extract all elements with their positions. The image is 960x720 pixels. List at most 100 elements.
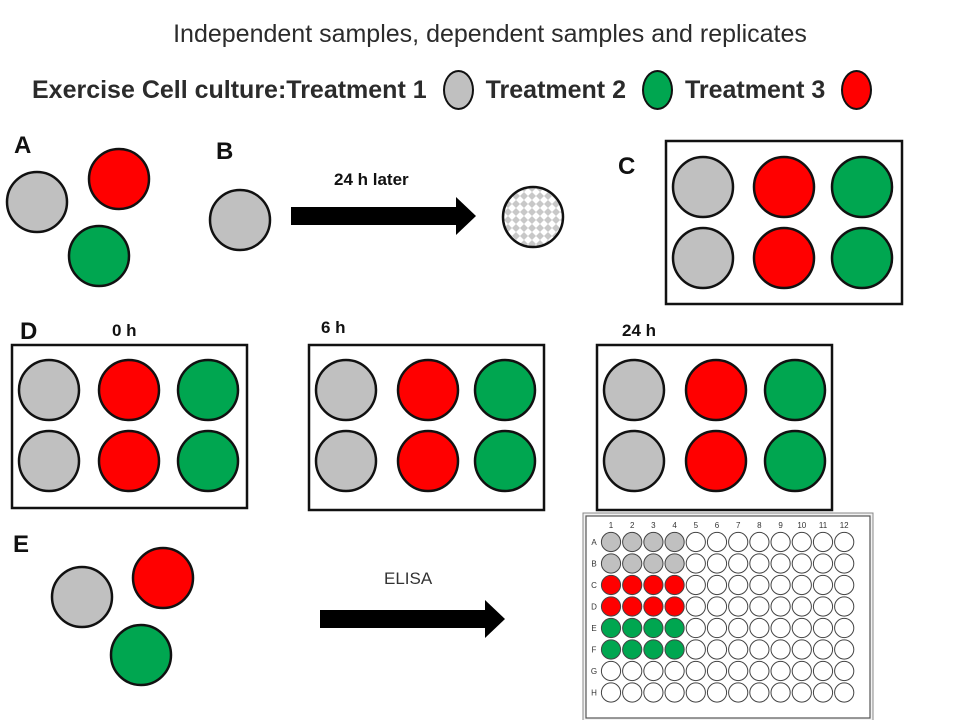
- plate-well: [622, 660, 643, 682]
- plate-well: [622, 682, 643, 703]
- plate-well: [600, 531, 622, 553]
- plate-well: [643, 682, 664, 703]
- plate-well: [685, 617, 706, 639]
- plate-well: [643, 531, 664, 553]
- panel-label-b: B: [216, 138, 234, 165]
- plate-column-label: 2: [630, 521, 635, 530]
- plate-well: [812, 617, 834, 639]
- plate-well: [770, 596, 791, 617]
- plate-well: [834, 639, 855, 660]
- plate-column-label: 3: [651, 521, 656, 530]
- plate-well: [791, 639, 812, 660]
- plate-well: [664, 682, 685, 703]
- plate-well: [685, 553, 706, 574]
- plate-well: [812, 574, 834, 596]
- cell-dead-checkered: [501, 185, 565, 249]
- plate-well: [770, 553, 791, 574]
- plate-well: [706, 639, 728, 660]
- plate-well: [770, 660, 791, 682]
- cell-gray: [208, 188, 272, 252]
- plate-well: [685, 639, 706, 660]
- plate-well: [685, 531, 706, 553]
- legend-label-treatment-3: Treatment 3: [684, 75, 826, 104]
- plate-well: [791, 574, 812, 596]
- plate-well: [834, 553, 855, 574]
- panel-d-plate-6h: [307, 343, 546, 512]
- plate-well: [834, 574, 855, 596]
- plate-well: [622, 531, 643, 553]
- plate-well: [770, 682, 791, 703]
- plate-well: [834, 682, 855, 703]
- plate-row-label: B: [591, 560, 596, 569]
- plate-well: [749, 617, 770, 639]
- cell-red: [87, 147, 151, 211]
- panel-b: [208, 185, 565, 252]
- plate-well: [622, 553, 643, 574]
- cell-green: [109, 623, 173, 687]
- plate-well: [664, 617, 685, 639]
- plate-well: [749, 574, 770, 596]
- plate-well: [622, 596, 643, 617]
- plate-well: [664, 596, 685, 617]
- plate-well: [728, 596, 749, 617]
- panel-label-c: C: [618, 153, 636, 180]
- plate-well: [622, 617, 643, 639]
- plate-row-label: H: [591, 689, 597, 698]
- plate-well: [643, 574, 664, 596]
- plate-well: [600, 553, 622, 574]
- plate-column-label: 11: [819, 521, 828, 530]
- plate-well: [749, 639, 770, 660]
- plate-well: [791, 660, 812, 682]
- plate-column-label: 8: [757, 521, 762, 530]
- e-arrow-label: ELISA: [384, 569, 433, 588]
- plate-well: [600, 574, 622, 596]
- plate-row-label: C: [591, 581, 597, 590]
- d-time-0h-label: 0 h: [112, 321, 137, 340]
- plate-well: [791, 596, 812, 617]
- plate-column-label: 6: [715, 521, 720, 530]
- plate-well: [685, 596, 706, 617]
- plate-well: [770, 639, 791, 660]
- plate-well: [770, 617, 791, 639]
- legend: Exercise Cell culture: Treatment 1 Treat…: [32, 68, 884, 112]
- plate-well: [706, 553, 728, 574]
- plate-row-label: E: [591, 624, 596, 633]
- arrow-right-icon: [291, 197, 476, 235]
- plate-well: [749, 596, 770, 617]
- panel-label-a: A: [14, 132, 32, 159]
- plate-well: [622, 574, 643, 596]
- plate-well: [812, 660, 834, 682]
- plate-well: [685, 574, 706, 596]
- plate-well: [749, 682, 770, 703]
- cell-red: [131, 546, 195, 610]
- plate-well: [600, 639, 622, 660]
- plate-well: [622, 639, 643, 660]
- plate-column-label: 5: [694, 521, 699, 530]
- plate-well: [834, 531, 855, 553]
- plate-well: [834, 617, 855, 639]
- plate-row-label: F: [592, 646, 597, 655]
- plate-column-label: 10: [797, 521, 806, 530]
- plate-well: [706, 682, 728, 703]
- plate-column-label: 12: [840, 521, 849, 530]
- plate-well: [685, 660, 706, 682]
- plate-well: [600, 682, 622, 703]
- plate-column-label: 1: [609, 521, 614, 530]
- plate-well: [834, 596, 855, 617]
- plate-well: [812, 531, 834, 553]
- plate-well: [664, 660, 685, 682]
- plate-well: [812, 682, 834, 703]
- plate-well: [643, 553, 664, 574]
- plate-well: [791, 531, 812, 553]
- plate-row-label: A: [591, 538, 597, 547]
- plate-well: [749, 531, 770, 553]
- d-time-6h-label: 6 h: [321, 318, 346, 337]
- panel-c-plate: [664, 139, 904, 306]
- cell-green: [67, 224, 131, 288]
- plate-well: [600, 660, 622, 682]
- legend-swatch-treatment-2: [641, 70, 673, 110]
- plate-row-label: D: [591, 603, 597, 612]
- plate-column-label: 7: [736, 521, 741, 530]
- plate-well: [728, 617, 749, 639]
